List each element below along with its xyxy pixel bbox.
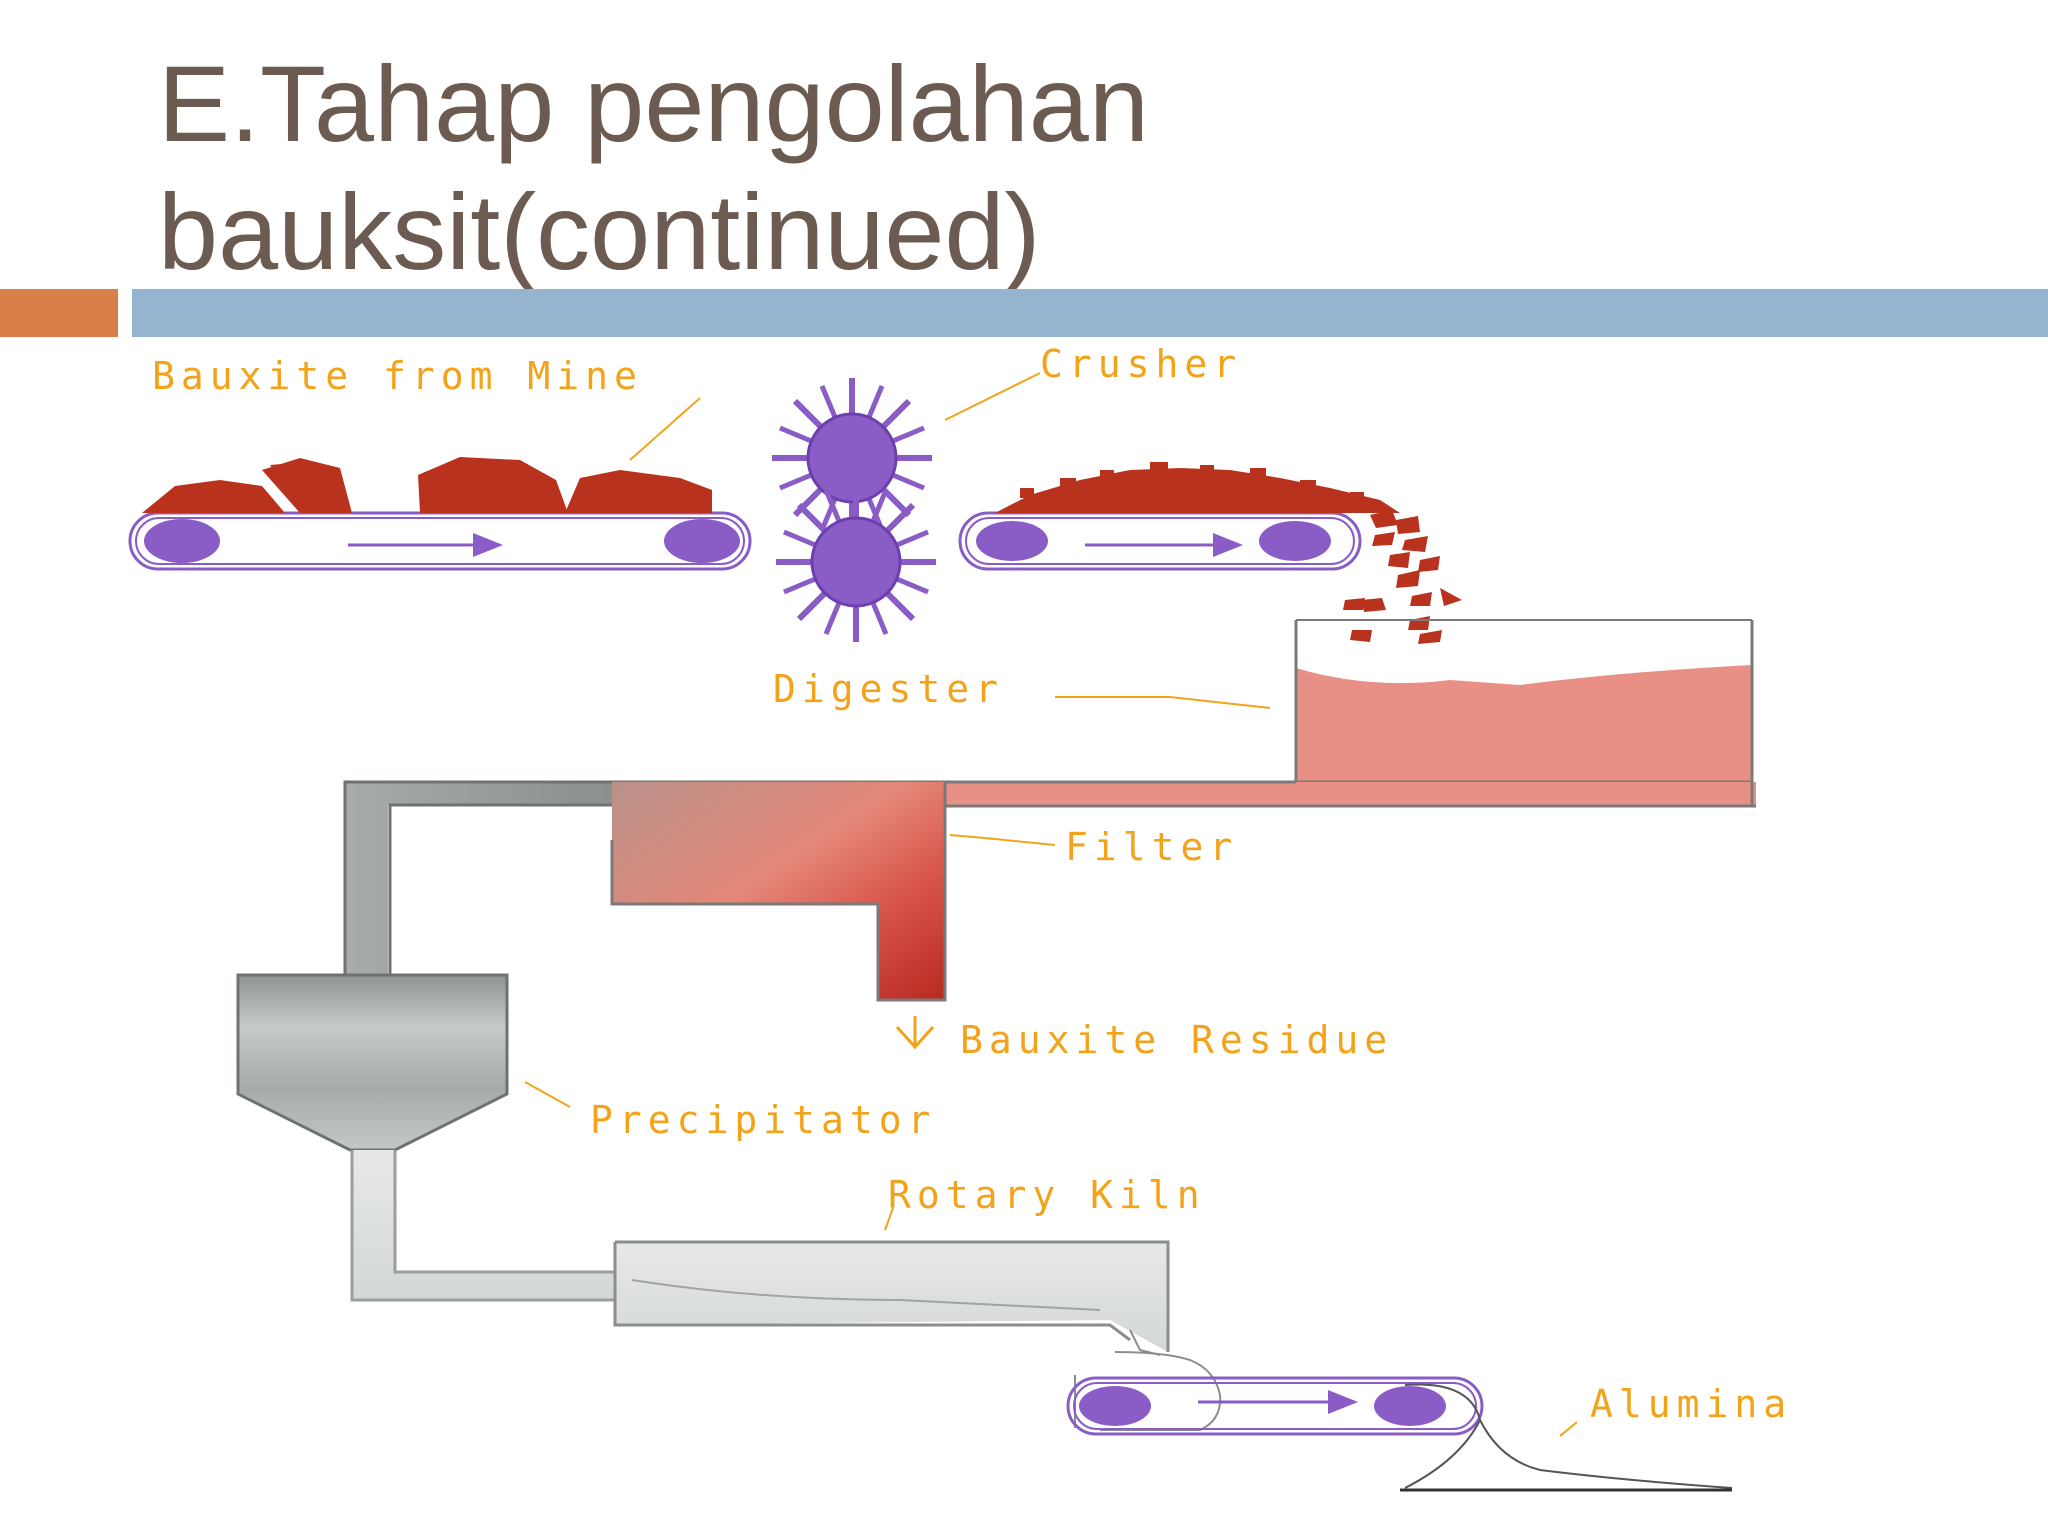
title-line-2: bauksit(continued) (158, 171, 1041, 292)
rotary-kiln (613, 1240, 1170, 1356)
label-filter: Filter (1065, 825, 1238, 869)
title-line-1: E.Tahap pengolahan (158, 43, 1149, 164)
precipitator-outlet-pipe (350, 1150, 615, 1302)
residue-down-arrow-icon (895, 1016, 935, 1050)
liquor-pipe-to-precipitator (343, 780, 612, 975)
conveyor-belt-alumina (1066, 1351, 1484, 1436)
label-digester: Digester (773, 667, 1004, 711)
leader-lines (524, 372, 1578, 1437)
label-crusher: Crusher (1040, 342, 1242, 386)
crusher-roller-bottom (776, 482, 936, 642)
precipitator-tank (236, 973, 509, 1152)
label-bauxite-from-mine: Bauxite from Mine (152, 354, 643, 398)
label-alumina: Alumina (1590, 1382, 1792, 1426)
label-rotary-kiln: Rotary Kiln (888, 1173, 1206, 1217)
alumina-pile (1400, 1383, 1733, 1492)
bauxite-ore-chunks (142, 457, 712, 513)
label-precipitator: Precipitator (590, 1098, 937, 1142)
filter-unit (610, 782, 947, 1002)
accent-bar-blue (132, 289, 2048, 337)
digester-tank (1294, 619, 1754, 805)
crushed-bauxite-pile (995, 462, 1462, 644)
conveyor-belt-mine (128, 511, 752, 571)
accent-bar-orange (0, 289, 118, 337)
conveyor-belt-crushed (958, 511, 1362, 571)
label-bauxite-residue: Bauxite Residue (960, 1018, 1393, 1062)
slide-title: E.Tahap pengolahan bauksit(continued) (158, 40, 1558, 296)
